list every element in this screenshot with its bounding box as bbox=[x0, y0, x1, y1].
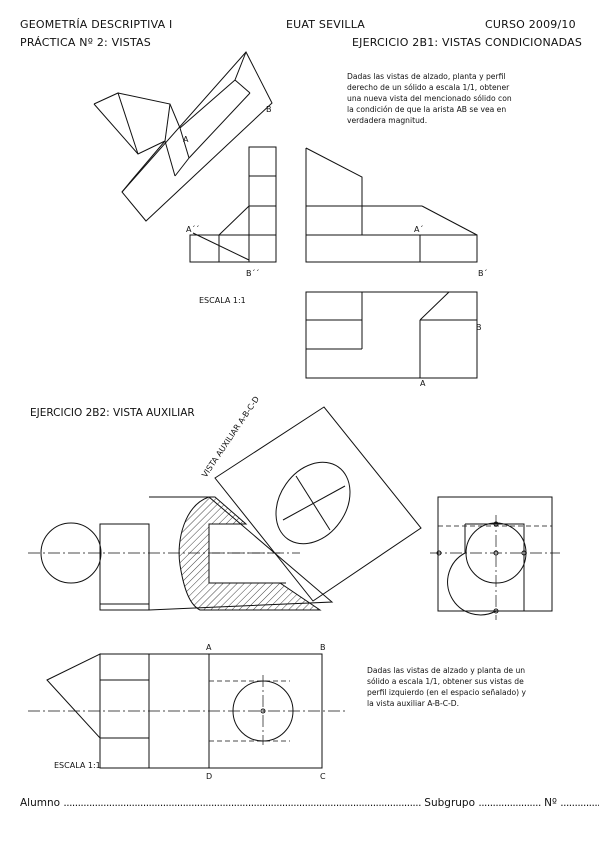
point-a-front: A´ bbox=[414, 224, 423, 234]
point-a-lower: A bbox=[206, 643, 212, 652]
point-b-lower: B bbox=[320, 643, 326, 652]
plan-view bbox=[305, 291, 478, 379]
point-a-plan: A bbox=[420, 379, 426, 388]
statement-line: la condición de que la arista AB se vea … bbox=[347, 105, 507, 114]
practice-title: PRÁCTICA Nº 2: VISTAS bbox=[20, 36, 151, 49]
front-view bbox=[305, 147, 478, 263]
point-b-front: B´ bbox=[478, 268, 488, 278]
point-b-plan: B bbox=[476, 323, 482, 332]
statement-line: Dadas las vistas de alzado y planta de u… bbox=[367, 666, 526, 675]
statement-line: derecho de un sólido a escala 1/1, obten… bbox=[347, 83, 510, 92]
point-b-oblique: B bbox=[266, 105, 272, 114]
student-label: Alumno bbox=[20, 797, 61, 809]
exercise2-title: EJERCICIO 2B2: VISTA AUXILIAR bbox=[30, 407, 195, 419]
statement-line: la vista auxiliar A-B-C-D. bbox=[367, 699, 460, 708]
student-blank[interactable]: ........................................… bbox=[63, 797, 421, 809]
school-name: EUAT SEVILLA bbox=[286, 18, 366, 31]
elevation-view bbox=[40, 496, 334, 611]
statement-line: una nueva vista del mencionado sólido co… bbox=[347, 94, 512, 103]
point-a-side: A´´ bbox=[186, 224, 199, 234]
point-a-oblique: A bbox=[183, 135, 189, 144]
point-c-lower: C bbox=[320, 772, 326, 781]
oblique-view bbox=[93, 51, 273, 222]
subgroup-blank[interactable]: ...................... bbox=[478, 797, 541, 809]
statement-line: verdadera magnitud. bbox=[347, 116, 428, 125]
subgroup-label: Subgrupo bbox=[424, 797, 476, 809]
course-title: GEOMETRÍA DESCRIPTIVA I bbox=[20, 18, 173, 31]
student-footer: Alumno .................................… bbox=[20, 797, 599, 809]
exercise1-title: EJERCICIO 2B1: VISTAS CONDICIONADAS bbox=[352, 36, 583, 49]
number-label: Nº bbox=[544, 797, 557, 809]
point-b-side: B´´ bbox=[246, 268, 260, 278]
exercise2-scale: ESCALA 1:1 bbox=[54, 761, 101, 770]
side-view bbox=[189, 146, 277, 263]
auxiliary-view-label: VISTA AUXILIAR A-B-C-D bbox=[200, 395, 261, 479]
statement-line: sólido a escala 1/1, obtener sus vistas … bbox=[367, 677, 524, 686]
exercise1-scale: ESCALA 1:1 bbox=[199, 296, 246, 305]
profile-view bbox=[436, 496, 553, 616]
course-year: CURSO 2009/10 bbox=[485, 18, 576, 31]
number-blank[interactable]: .............. bbox=[560, 797, 599, 809]
point-d-lower: D bbox=[206, 772, 212, 781]
statement-line: Dadas las vistas de alzado, planta y per… bbox=[347, 72, 506, 81]
auxiliary-view bbox=[214, 406, 422, 602]
statement-line: perfil izquierdo (en el espacio señalado… bbox=[367, 688, 526, 697]
